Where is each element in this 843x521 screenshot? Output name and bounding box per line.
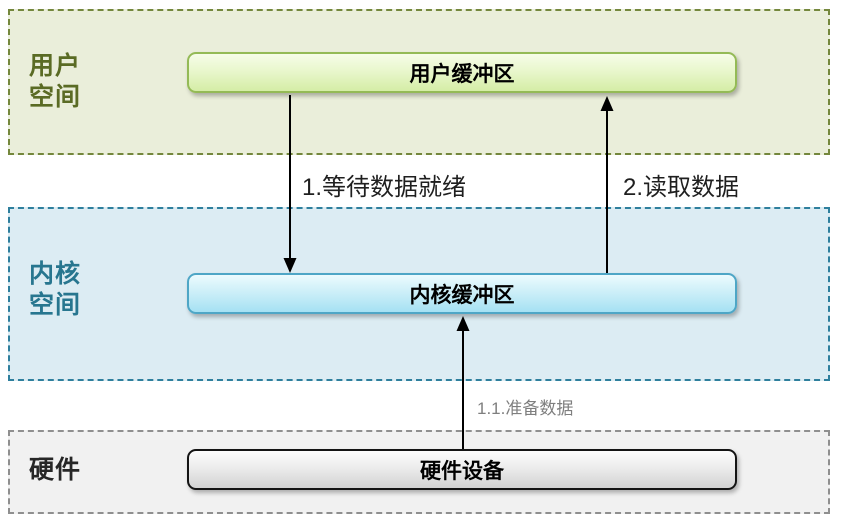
user-buffer-node-label: 用户缓冲区 (409, 62, 515, 86)
kernel-buffer-node: 内核缓冲区 (187, 273, 737, 314)
read-data-arrow-label: 2.读取数据 (623, 174, 740, 201)
wait-data-arrow-label: 1.等待数据就绪 (302, 174, 467, 201)
hardware-label: 硬件 (29, 456, 82, 484)
kernel-space-label: 内核 空间 (29, 260, 82, 319)
user-space-label: 用户 空间 (29, 52, 82, 111)
user-buffer-node: 用户缓冲区 (187, 52, 737, 93)
hardware-device-node-label: 硬件设备 (420, 459, 504, 483)
hardware-device-node: 硬件设备 (187, 449, 737, 490)
prepare-data-arrow-label: 1.1.准备数据 (477, 399, 574, 418)
kernel-buffer-node-label: 内核缓冲区 (409, 283, 515, 307)
